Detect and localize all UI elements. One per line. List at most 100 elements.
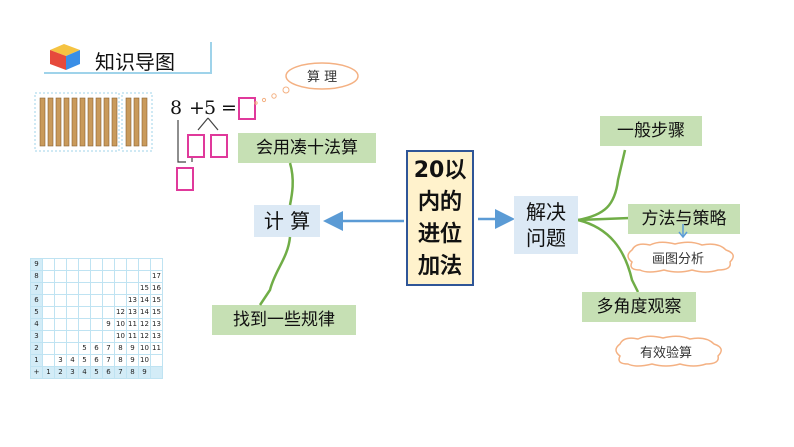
grid-cell: 5 <box>78 354 91 367</box>
grid-cell: 4 <box>66 354 79 367</box>
cloud-callout <box>254 62 359 105</box>
grid-cell: 15 <box>138 282 151 295</box>
grid-cell <box>90 282 103 295</box>
grid-cell <box>66 342 79 355</box>
grid-cell: 9 <box>102 318 115 331</box>
grid-cell <box>54 342 67 355</box>
grid-cell <box>66 258 79 271</box>
grid-row: 8 17 <box>30 270 163 283</box>
grid-cell <box>138 258 151 271</box>
grid-cell: 10 <box>138 354 151 367</box>
equation-op: + <box>189 97 205 119</box>
grid-cell <box>66 294 79 307</box>
grid-cell <box>114 270 127 283</box>
answer-box[interactable] <box>238 97 256 120</box>
grid-cell: + <box>30 366 43 379</box>
grid-cell: 2 <box>54 366 67 379</box>
grid-cell <box>66 282 79 295</box>
grid-cell <box>90 270 103 283</box>
grid-cell: 15 <box>150 294 163 307</box>
grid-cell: 3 <box>30 330 43 343</box>
grid-cell: 12 <box>138 318 151 331</box>
split-box-2[interactable] <box>210 134 228 158</box>
grid-cell <box>90 306 103 319</box>
grid-cell: 14 <box>138 294 151 307</box>
sum-box[interactable] <box>176 167 194 191</box>
grid-cell: 7 <box>30 282 43 295</box>
grid-cell: 4 <box>78 366 91 379</box>
grid-cell <box>150 258 163 271</box>
grid-cell: 5 <box>30 306 43 319</box>
grid-cell: 6 <box>30 294 43 307</box>
grid-cell <box>114 294 127 307</box>
grid-cell <box>78 282 91 295</box>
grid-cell <box>90 294 103 307</box>
grid-cell <box>54 330 67 343</box>
grid-cell: 7 <box>114 366 127 379</box>
grid-cell: 8 <box>114 354 127 367</box>
grid-cell: 14 <box>138 306 151 319</box>
node-problem-solving-line2: 问题 <box>526 226 566 250</box>
node-make-ten: 会用凑十法算 <box>238 133 376 163</box>
grid-cell <box>90 318 103 331</box>
counting-sticks-illustration <box>34 92 153 152</box>
grid-cell <box>126 282 139 295</box>
grid-cell: 7 <box>102 354 115 367</box>
grid-cell: 3 <box>66 366 79 379</box>
grid-cell: 5 <box>90 366 103 379</box>
grid-cell: 15 <box>150 306 163 319</box>
node-multi-angle: 多角度观察 <box>582 292 696 322</box>
grid-cell: 6 <box>102 366 115 379</box>
grid-cell <box>54 282 67 295</box>
grid-cell: 9 <box>126 354 139 367</box>
split-box-1[interactable] <box>187 134 205 158</box>
grid-cell: 11 <box>126 318 139 331</box>
cloud-verify <box>615 335 722 367</box>
grid-cell: 7 <box>102 342 115 355</box>
grid-cell: 3 <box>54 354 67 367</box>
grid-cell: 17 <box>150 270 163 283</box>
grid-cell <box>90 258 103 271</box>
grid-cell: 13 <box>126 294 139 307</box>
grid-cell <box>42 330 55 343</box>
grid-cell <box>66 270 79 283</box>
grid-cell: 1 <box>30 354 43 367</box>
equation-equals: = <box>221 97 237 119</box>
grid-cell <box>78 318 91 331</box>
page-title: 知识导图 <box>95 50 175 74</box>
grid-cell: 9 <box>30 258 43 271</box>
grid-cell: 9 <box>138 366 151 379</box>
central-line-3: 进位 <box>417 222 462 247</box>
grid-cell: 2 <box>30 342 43 355</box>
grid-cell <box>102 270 115 283</box>
grid-cell <box>54 318 67 331</box>
cube-icon <box>50 44 80 70</box>
grid-cell <box>114 258 127 271</box>
grid-cell <box>78 294 91 307</box>
grid-cell <box>42 270 55 283</box>
grid-cell <box>42 258 55 271</box>
grid-cell: 9 <box>126 342 139 355</box>
grid-cell: 13 <box>150 318 163 331</box>
grid-cell <box>126 270 139 283</box>
grid-cell <box>126 258 139 271</box>
grid-cell: 1 <box>42 366 55 379</box>
grid-cell <box>66 330 79 343</box>
grid-cell <box>150 354 163 367</box>
node-calculation: 计 算 <box>254 205 320 237</box>
grid-cell <box>54 270 67 283</box>
grid-cell <box>42 282 55 295</box>
cloud-drawing-analysis <box>627 241 734 273</box>
central-line-4: 加法 <box>417 254 462 279</box>
equation-left: 8 <box>170 97 183 119</box>
node-problem-solving: 解决 问题 <box>514 196 578 254</box>
grid-cell: 8 <box>30 270 43 283</box>
